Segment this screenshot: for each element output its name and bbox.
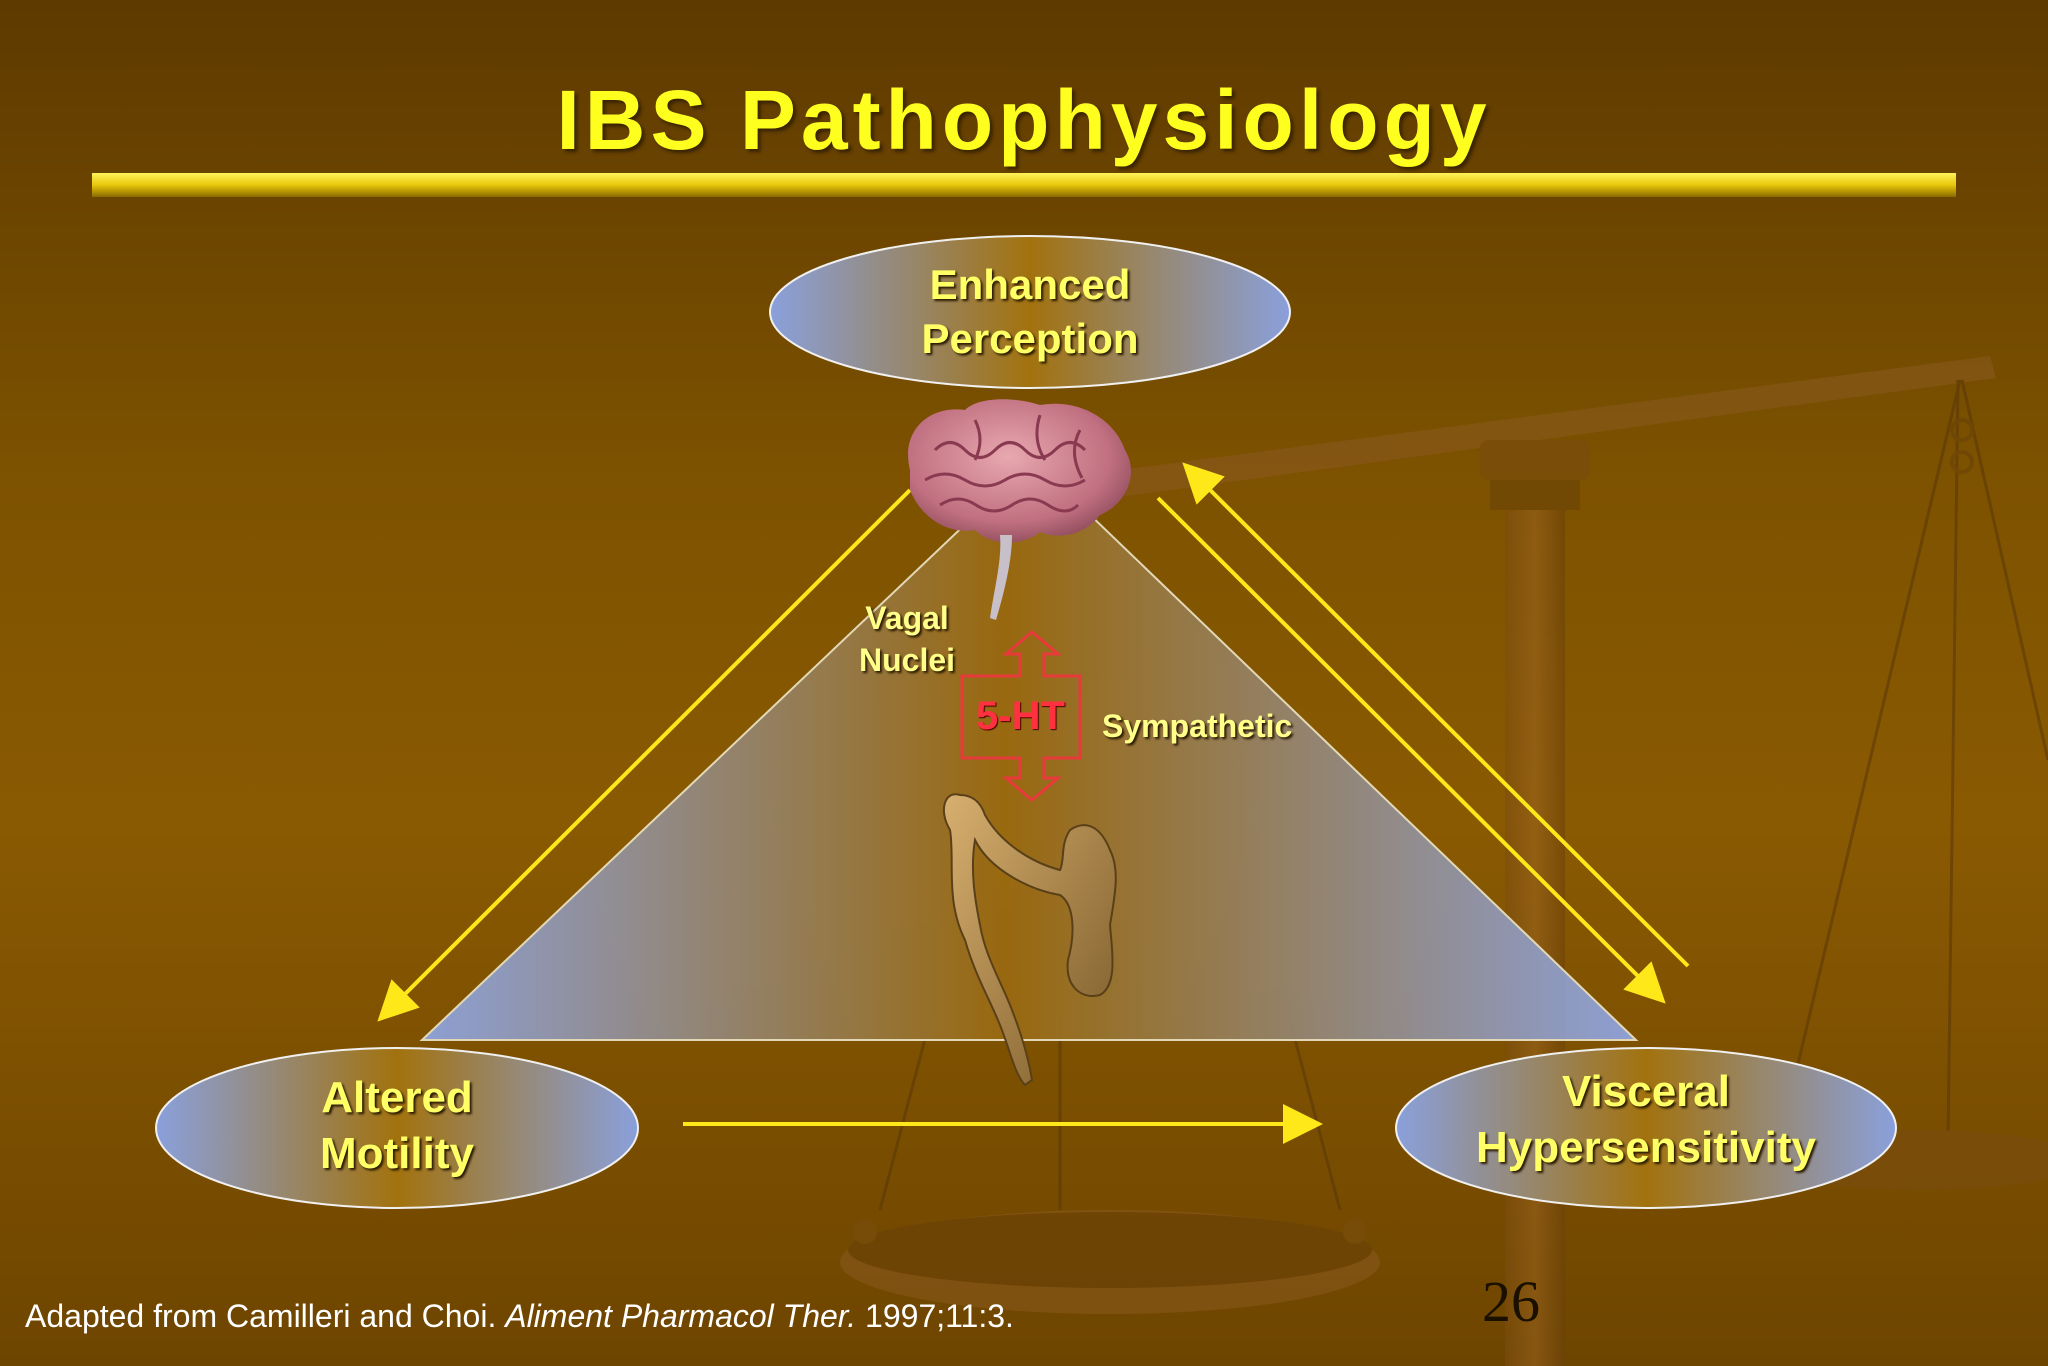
node-label-line: Motility <box>320 1129 474 1179</box>
node-label-line: Hypersensitivity <box>1476 1123 1816 1173</box>
node-label-altered-motility: Altered Motility <box>197 1070 597 1183</box>
node-visceral-hypersensitivity <box>1395 1047 1897 1209</box>
arrow-perception-to-motility <box>377 488 912 1022</box>
sympathetic-label: Sympathetic <box>1102 708 1293 744</box>
node-label-line: Altered <box>321 1073 473 1122</box>
serotonin-double-arrow <box>960 630 1082 802</box>
vagal-nuclei-label: Vagal Nuclei <box>832 598 982 681</box>
pathway-triangle <box>419 458 1639 1041</box>
intestine-icon <box>942 793 1117 1087</box>
node-enhanced-perception <box>769 235 1291 389</box>
node-label-line: Enhanced <box>929 261 1131 308</box>
vagal-label-line: Nuclei <box>858 641 956 678</box>
citation-prefix: Adapted from Camilleri and Choi. <box>25 1298 506 1334</box>
vagal-label-line: Vagal <box>865 600 949 636</box>
node-label-visceral-hypersensitivity: Visceral Hypersensitivity <box>1396 1064 1896 1177</box>
serotonin-label: 5-HT <box>976 694 1065 738</box>
citation-suffix: 1997;11:3. <box>856 1298 1014 1334</box>
brain-icon <box>908 399 1131 620</box>
arrow-hypersensitivity-to-perception <box>1182 462 1690 968</box>
citation-journal: Aliment Pharmacol Ther. <box>505 1298 857 1334</box>
arrow-perception-to-hypersensitivity <box>1156 496 1666 1004</box>
node-label-line: Perception <box>921 314 1139 362</box>
node-altered-motility <box>155 1047 639 1209</box>
slide-title: IBS Pathophysiology <box>556 73 1492 167</box>
page-number: 26 <box>1482 1269 1540 1334</box>
node-label-enhanced-perception: Enhanced Perception <box>830 258 1230 366</box>
node-label-line: Visceral <box>1561 1067 1730 1116</box>
citation: Adapted from Camilleri and Choi. Aliment… <box>25 1298 1014 1335</box>
